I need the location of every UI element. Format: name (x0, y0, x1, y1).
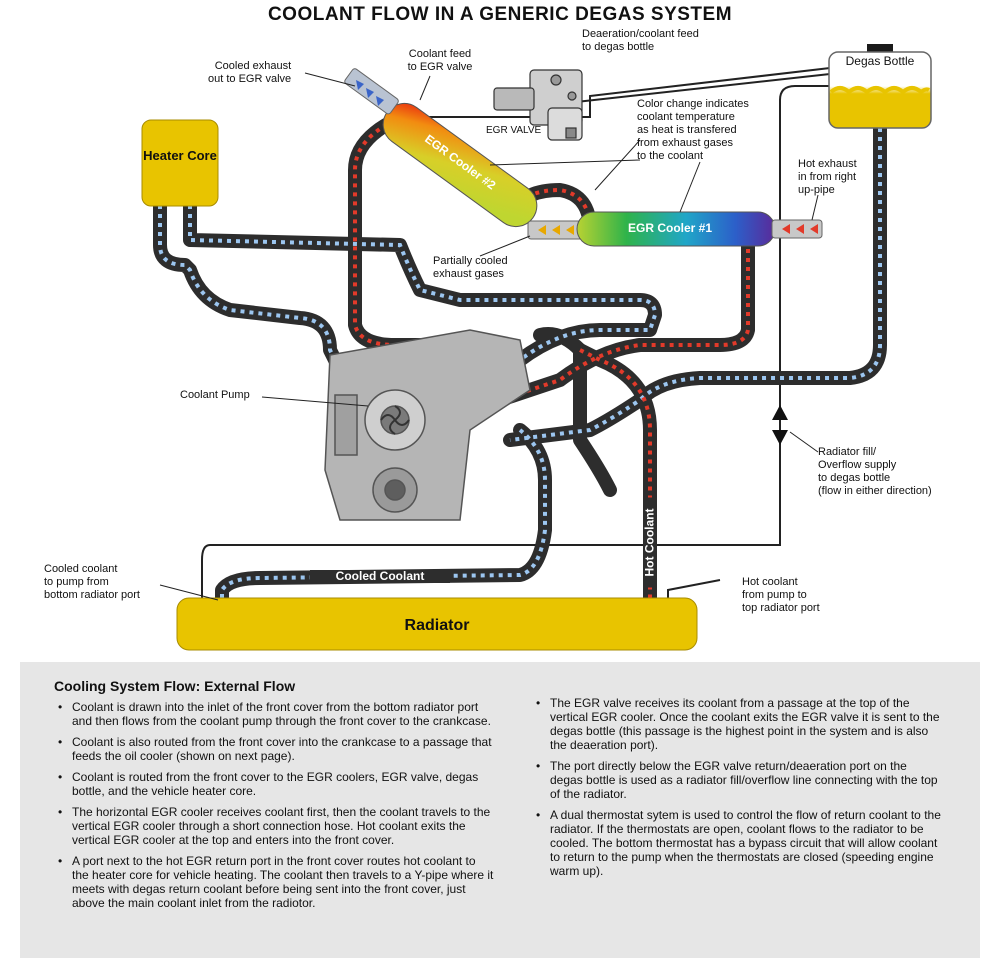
heater-core-label: Heater Core (143, 148, 217, 163)
coolant-pump-callout: Coolant Pump (180, 389, 250, 401)
hot-exhaust-callout: Hot exhaust in from right up-pipe (798, 158, 857, 196)
notes-panel: Cooling System Flow: External Flow Coola… (20, 662, 980, 958)
degas-bottle-label: Degas Bottle (845, 54, 915, 68)
diagram-title: COOLANT FLOW IN A GENERIC DEGAS SYSTEM (267, 4, 733, 25)
notes-left-column: Coolant is drawn into the inlet of the f… (54, 700, 494, 917)
leader-lines (159, 72, 819, 601)
egr-cooler-1-label: EGR Cooler #1 (627, 221, 713, 235)
list-item: A port next to the hot EGR return port i… (54, 854, 494, 910)
list-item: The EGR valve receives its coolant from … (532, 696, 942, 752)
degas-liquid-wave (829, 86, 931, 95)
degas-bottle-cap (867, 44, 893, 54)
hot-to-top-callout: Hot coolant from pump to top radiator po… (742, 576, 820, 614)
hot-coolant-pipe (573, 343, 657, 605)
list-item: A dual thermostat sytem is used to contr… (532, 808, 942, 878)
color-change-callout: Color change indicates coolant temperatu… (637, 98, 749, 162)
radiator (176, 597, 698, 651)
cooled-to-pump-callout: Cooled coolant to pump from bottom radia… (44, 563, 140, 601)
cooled-exhaust-arrows (356, 80, 384, 106)
partially-cooled-callout: Partially cooled exhaust gases (433, 255, 508, 280)
egr-valve-label: EGR VALVE (486, 125, 542, 136)
engine-front-cover (324, 329, 531, 521)
coolant-feed-callout: Coolant feed to EGR valve (407, 48, 473, 73)
cooled-coolant-label: Cooled Coolant (310, 570, 450, 583)
list-item: Coolant is routed from the front cover t… (54, 770, 494, 798)
coolant-flow-diagram (141, 44, 932, 651)
list-item: The port directly below the EGR valve re… (532, 759, 942, 801)
heater-core (141, 119, 219, 207)
radiator-label: Radiator (404, 617, 470, 634)
hot-exhaust-arrows (782, 224, 818, 234)
radiator-fill-callout: Radiator fill/ Overflow supply to degas … (818, 446, 932, 497)
deaeration-feed-callout: Deaeration/coolant feed to degas bottle (582, 28, 699, 53)
thermostat-bypass-pipe (533, 327, 617, 497)
notes-heading: Cooling System Flow: External Flow (54, 678, 296, 694)
radiator-fill-double-arrow (772, 405, 788, 445)
coolant-pump-icon (380, 405, 410, 435)
partially-cooled-arrows (538, 225, 574, 235)
list-item: Coolant is also routed from the front co… (54, 735, 494, 763)
hot-coolant-label: Hot Coolant (643, 497, 657, 588)
list-item: The horizontal EGR cooler receives coola… (54, 805, 494, 847)
list-item: Coolant is drawn into the inlet of the f… (54, 700, 494, 728)
notes-right-column: The EGR valve receives its coolant from … (532, 696, 942, 885)
thin-lines (201, 67, 831, 600)
egr-valve (493, 69, 583, 141)
cooled-coolant-pipe (215, 423, 552, 605)
cooled-exhaust-callout: Cooled exhaust out to EGR valve (208, 60, 292, 85)
